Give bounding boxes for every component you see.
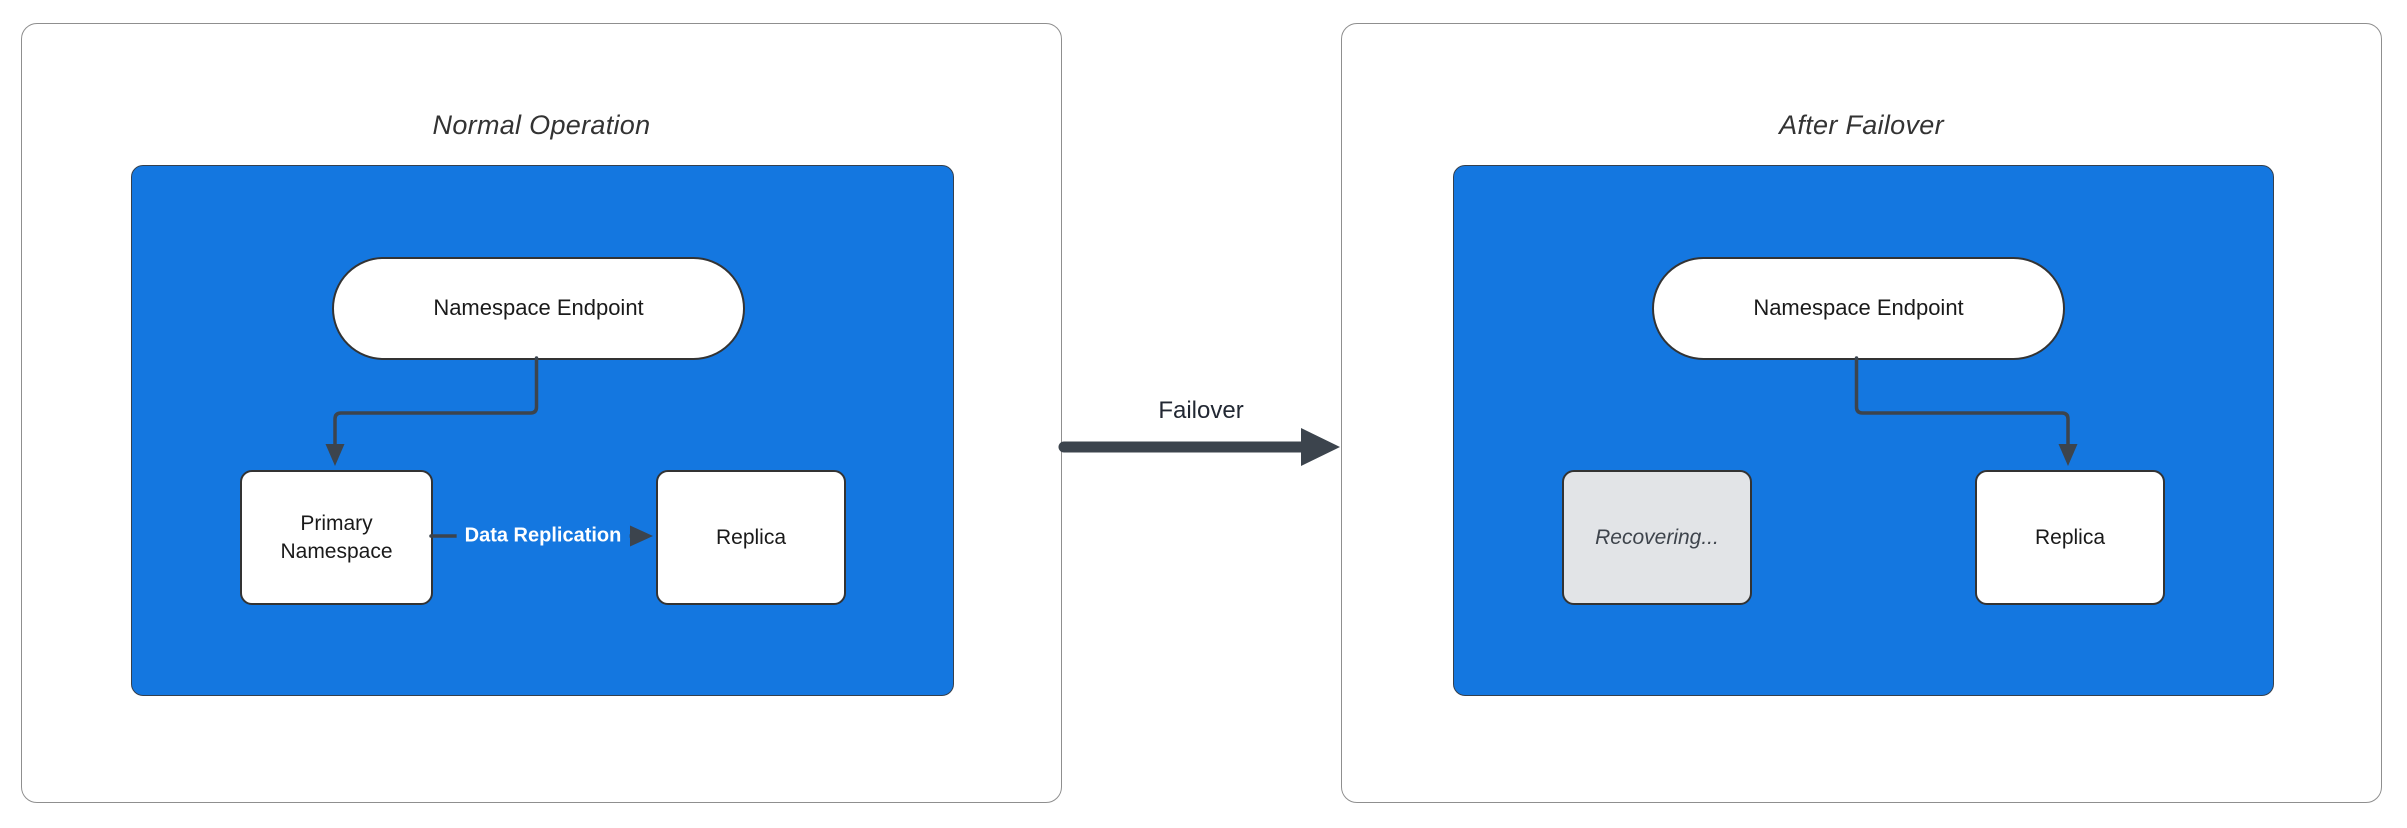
node-label: Namespace Endpoint bbox=[1753, 295, 1964, 321]
node-replica-left: Replica bbox=[656, 470, 846, 605]
cluster-after-failover: Namespace Endpoint Recovering... Replica bbox=[1453, 165, 2274, 696]
panel-title-after-failover: After Failover bbox=[1779, 110, 1944, 140]
node-namespace-endpoint-right: Namespace Endpoint bbox=[1652, 257, 2065, 360]
node-label: Replica bbox=[2034, 525, 2106, 549]
node-label: Recovering... bbox=[1595, 525, 1719, 549]
node-label: Namespace Endpoint bbox=[433, 295, 644, 321]
panel-after-failover: After Failover Namespace Endpoint Recove… bbox=[1341, 23, 2382, 803]
node-label: Replica bbox=[715, 525, 787, 549]
failover-arrow bbox=[1058, 428, 1340, 466]
node-primary-namespace: Primary Namespace bbox=[240, 470, 433, 605]
node-label: Primary Namespace bbox=[280, 512, 393, 563]
node-namespace-endpoint-left: Namespace Endpoint bbox=[332, 257, 745, 360]
panel-normal-operation: Normal Operation Namespace Endpoint Prim… bbox=[21, 23, 1062, 803]
node-replica-right: Replica bbox=[1975, 470, 2165, 605]
transition-label-failover: Failover bbox=[1158, 397, 1244, 424]
panel-title-normal-operation: Normal Operation bbox=[432, 110, 651, 140]
cluster-normal-operation: Namespace Endpoint Primary Namespace Rep… bbox=[131, 165, 954, 696]
node-recovering: Recovering... bbox=[1562, 470, 1752, 605]
edge-label-data-replication: Data Replication bbox=[456, 521, 630, 551]
